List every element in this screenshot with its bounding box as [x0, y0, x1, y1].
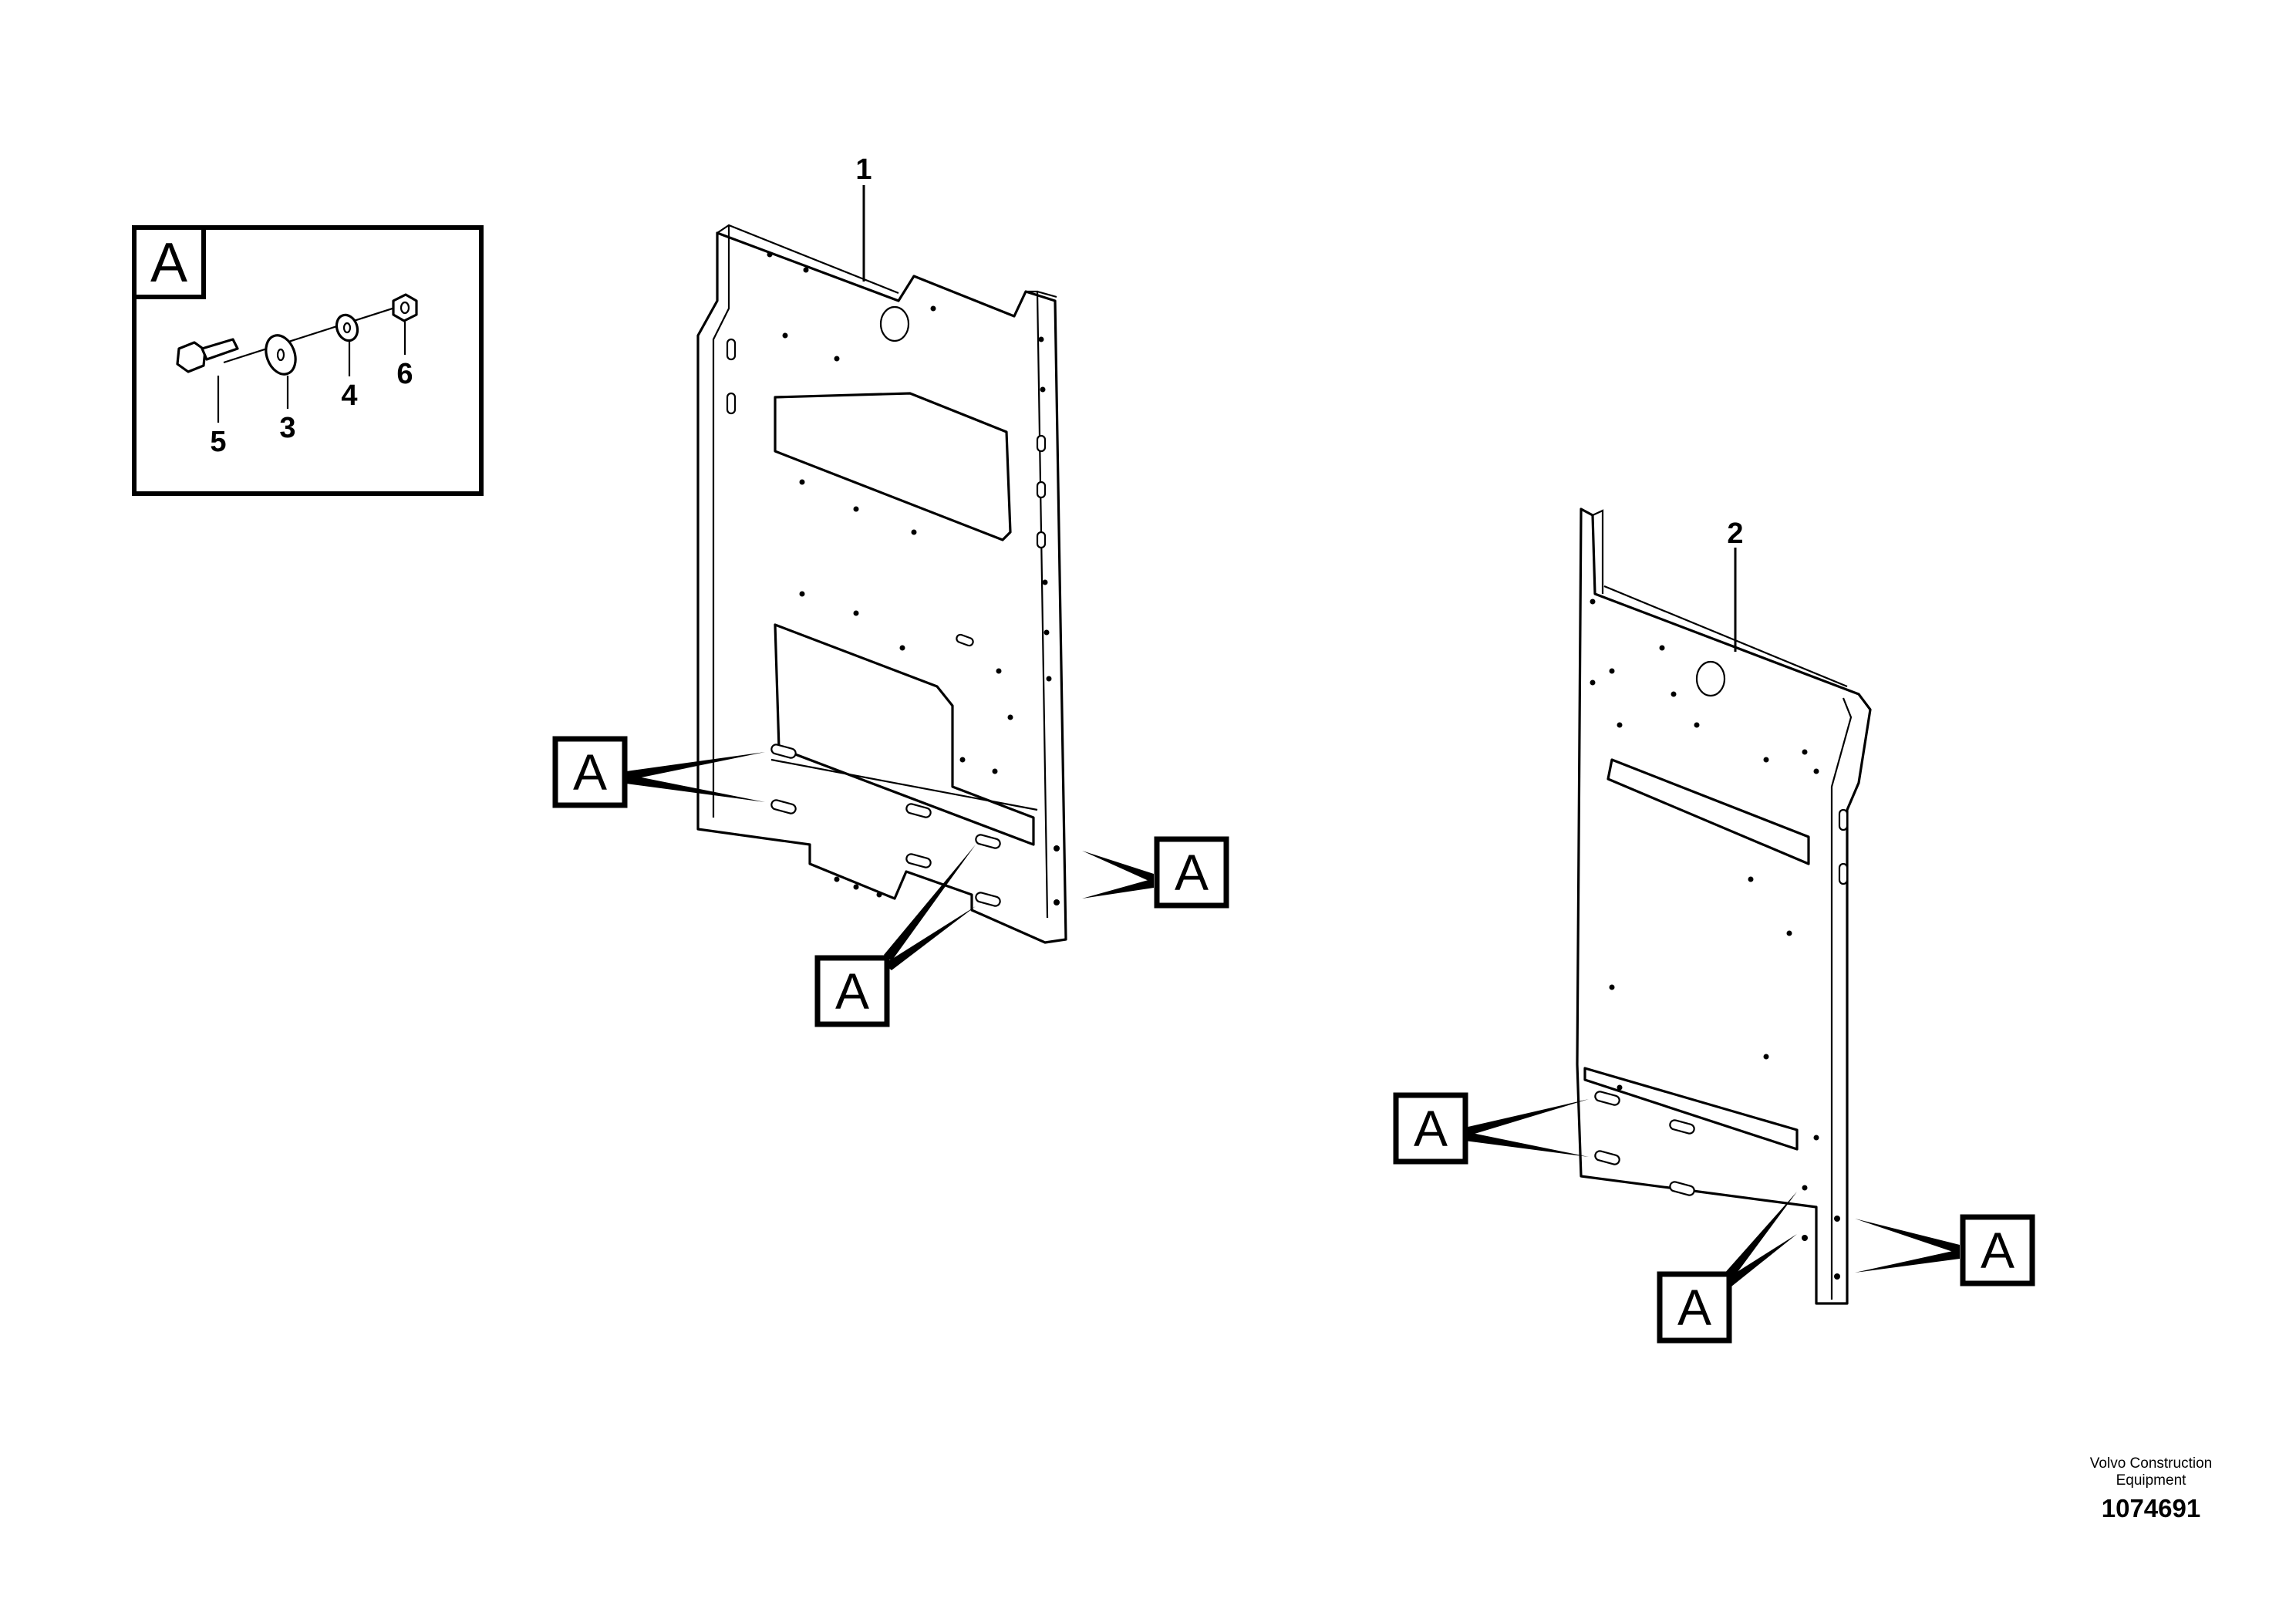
brand-line-1: Volvo Construction — [2089, 1455, 2213, 1472]
callout-box: A — [1393, 1092, 1468, 1165]
inset-label-box — [132, 225, 206, 299]
inset-label: A — [150, 232, 187, 294]
nut-icon — [392, 293, 418, 322]
bolt-icon — [176, 338, 239, 373]
document-number: 1074691 — [2101, 1494, 2201, 1523]
part-label-1: 1 — [855, 153, 872, 186]
callout-box: A — [1657, 1271, 1732, 1344]
lock-washer-icon — [335, 313, 359, 342]
callout-box: A — [552, 736, 628, 808]
part-label-5: 5 — [210, 426, 226, 458]
brand-line-2: Equipment — [2116, 1472, 2186, 1489]
callout-box: A — [1154, 836, 1229, 909]
panel-1-drawing: 1 — [696, 153, 1067, 944]
detail-inset: A 5 3 4 6 — [132, 225, 484, 496]
panel-2-drawing: 2 — [1576, 508, 1872, 1305]
part-label-2: 2 — [1727, 518, 1743, 550]
callout-label: A — [1175, 844, 1209, 901]
callout-box: A — [814, 955, 890, 1027]
callout-box: A — [1960, 1214, 2035, 1286]
callout-label: A — [1414, 1100, 1448, 1157]
callout-label: A — [1981, 1222, 2014, 1279]
footer: Volvo Construction Equipment 1074691 — [2051, 1455, 2251, 1523]
callout-pointers — [626, 752, 1960, 1286]
callout-label: A — [1677, 1279, 1711, 1336]
callout-label: A — [573, 744, 607, 801]
part-label-4: 4 — [341, 379, 357, 412]
part-label-6: 6 — [396, 358, 413, 390]
callout-label: A — [835, 963, 869, 1020]
part-label-3: 3 — [279, 412, 295, 444]
washer-icon — [265, 334, 297, 376]
